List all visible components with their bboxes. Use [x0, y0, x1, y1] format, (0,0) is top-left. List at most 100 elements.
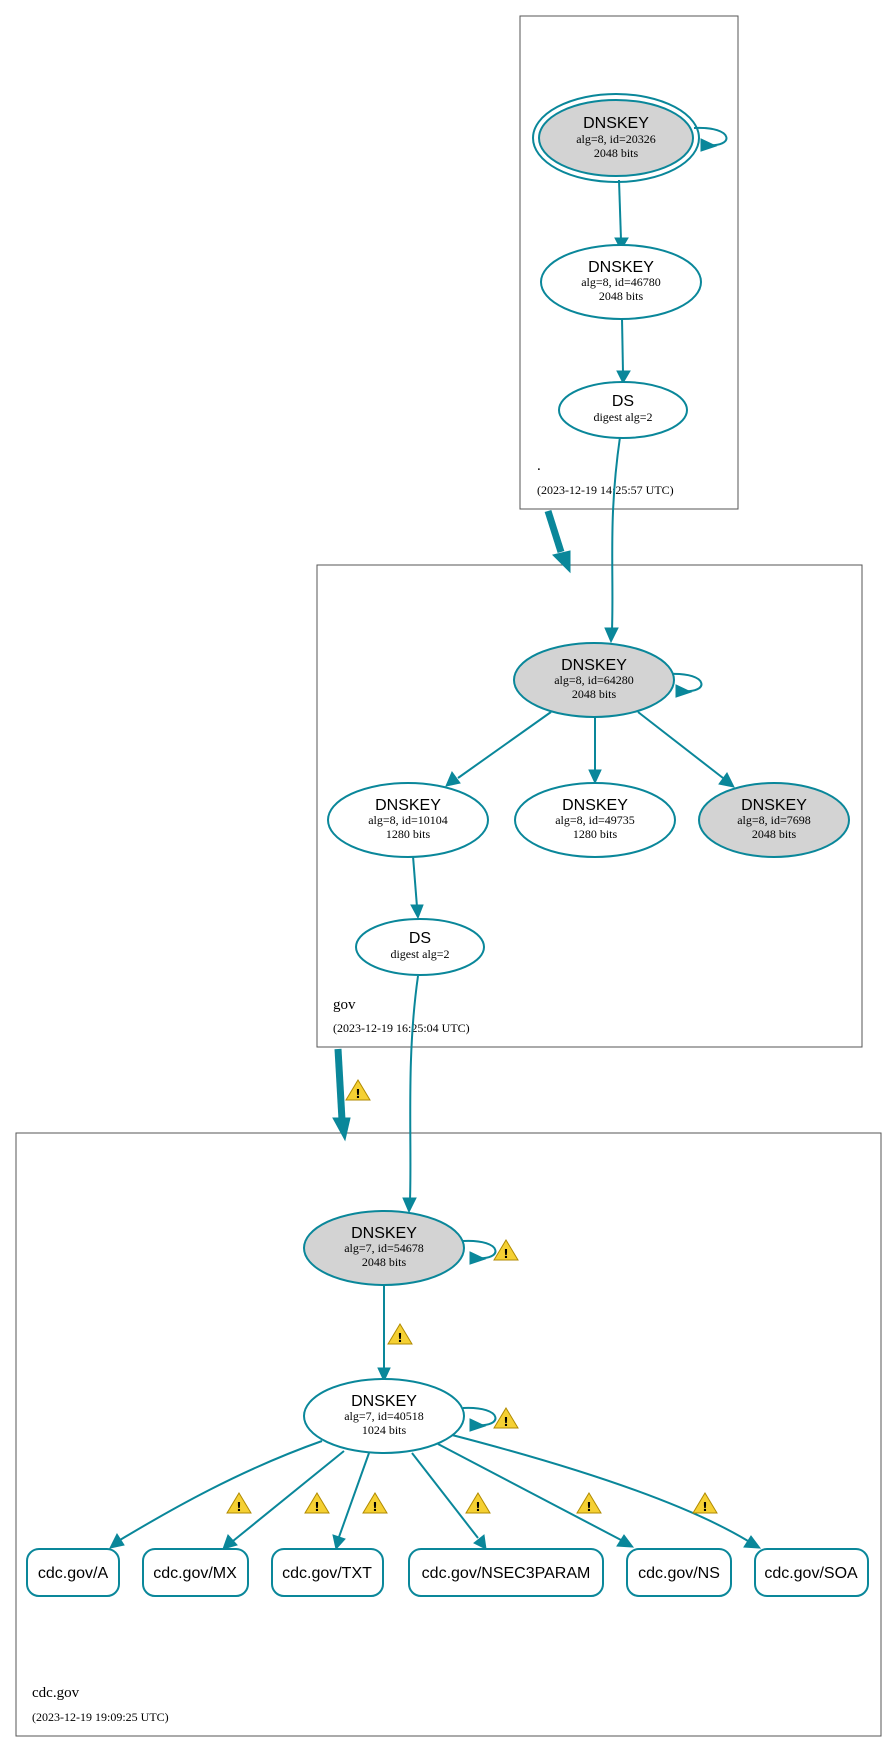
warning-icon[interactable]: ! [493, 1239, 519, 1261]
rrset-ns[interactable]: cdc.gov/NS [626, 1548, 732, 1597]
node-gov-ds-title: DS [409, 930, 431, 947]
node-gov-zsk1-title: DNSKEY [375, 797, 441, 814]
warning-icon[interactable]: ! [304, 1492, 330, 1514]
rrset-soa[interactable]: cdc.gov/SOA [754, 1548, 869, 1597]
warning-icon[interactable]: ! [465, 1492, 491, 1514]
zone-root-name: . [537, 458, 541, 474]
edge-cdc-zsk-txt [338, 1452, 370, 1538]
node-root-ksk-line2: 2048 bits [594, 146, 639, 160]
svg-text:!: ! [355, 1087, 360, 1101]
node-root-ds-title: DS [612, 393, 634, 410]
edges [109, 126, 762, 1551]
node-gov-ksk-title: DNSKEY [561, 657, 627, 674]
node-cdc-ksk-title: DNSKEY [351, 1225, 417, 1242]
svg-text:!: ! [475, 1500, 480, 1514]
svg-text:!: ! [586, 1500, 591, 1514]
delegation-edge-gov-cdc [332, 1048, 351, 1142]
svg-text:!: ! [314, 1500, 319, 1514]
rrset-nsec3param-label: cdc.gov/NSEC3PARAM [422, 1565, 591, 1582]
rrset-nsec3param[interactable]: cdc.gov/NSEC3PARAM [408, 1548, 604, 1597]
node-gov-ds-line1: digest alg=2 [390, 947, 449, 961]
edge-root-zsk-ds [621, 317, 624, 374]
node-gov-zsk2[interactable]: DNSKEY alg=8, id=49735 1280 bits [514, 782, 676, 858]
edge-gov-zsk1-ds [412, 855, 418, 908]
node-cdc-zsk[interactable]: DNSKEY alg=7, id=40518 1024 bits [303, 1378, 465, 1454]
node-cdc-ksk-line1: alg=7, id=54678 [344, 1241, 424, 1255]
delegation-edge-root-gov [544, 509, 571, 574]
node-cdc-ksk-line2: 2048 bits [362, 1255, 407, 1269]
node-gov-ksk2[interactable]: DNSKEY alg=8, id=7698 2048 bits [698, 782, 850, 858]
edge-cdc-ksk-self [462, 1239, 497, 1260]
svg-text:!: ! [236, 1500, 241, 1514]
warning-icon[interactable]: ! [692, 1492, 718, 1514]
node-gov-zsk2-line1: alg=8, id=49735 [555, 813, 635, 827]
edge-root-ds-gov-ksk [611, 436, 621, 631]
node-root-zsk-line2: 2048 bits [599, 289, 644, 303]
rrset-ns-label: cdc.gov/NS [638, 1565, 720, 1582]
node-root-ds[interactable]: DS digest alg=2 [558, 381, 688, 439]
node-gov-ksk-line2: 2048 bits [572, 687, 617, 701]
edge-cdc-zsk-nsec3param [411, 1452, 479, 1539]
zone-cdc-name: cdc.gov [32, 1685, 80, 1701]
zone-gov: gov (2023-12-19 16:25:04 UTC) [316, 564, 863, 1048]
edge-gov-ksk-zsk1 [457, 711, 552, 779]
node-cdc-zsk-line1: alg=7, id=40518 [344, 1409, 424, 1423]
node-gov-zsk2-line2: 1280 bits [573, 827, 618, 841]
node-gov-ds[interactable]: DS digest alg=2 [355, 918, 485, 976]
zone-root-box [519, 15, 739, 510]
node-gov-ksk2-line1: alg=8, id=7698 [737, 813, 811, 827]
node-cdc-ksk[interactable]: DNSKEY alg=7, id=54678 2048 bits [303, 1210, 465, 1286]
rrset-txt-label: cdc.gov/TXT [282, 1565, 372, 1582]
edge-gov-ksk-ksk2 [637, 711, 724, 779]
edge-cdc-zsk-soa [451, 1434, 749, 1542]
node-gov-ksk[interactable]: DNSKEY alg=8, id=64280 2048 bits [513, 642, 675, 718]
zone-cdc-timestamp: (2023-12-19 19:09:25 UTC) [32, 1710, 169, 1724]
warning-icon[interactable]: ! [493, 1407, 519, 1429]
warning-icon[interactable]: ! [362, 1492, 388, 1514]
warning-icon[interactable]: ! [576, 1492, 602, 1514]
svg-text:!: ! [372, 1500, 377, 1514]
node-gov-zsk1[interactable]: DNSKEY alg=8, id=10104 1280 bits [327, 782, 489, 858]
node-root-zsk-line1: alg=8, id=46780 [581, 275, 661, 289]
node-cdc-zsk-title: DNSKEY [351, 1393, 417, 1410]
zone-cdc-box [15, 1132, 882, 1737]
node-gov-zsk1-line1: alg=8, id=10104 [368, 813, 448, 827]
edge-cdc-zsk-mx [232, 1450, 345, 1542]
warning-icon[interactable]: ! [345, 1079, 371, 1101]
node-root-ksk[interactable]: DNSKEY alg=8, id=20326 2048 bits [532, 93, 700, 183]
node-root-ksk-line1: alg=8, id=20326 [576, 132, 656, 146]
edge-root-ksk-zsk [618, 179, 622, 241]
zone-cdc: cdc.gov (2023-12-19 19:09:25 UTC) [15, 1132, 882, 1737]
edge-gov-ds-cdc-ksk [409, 975, 419, 1201]
node-root-ksk-title: DNSKEY [583, 115, 649, 132]
warning-icon[interactable]: ! [387, 1323, 413, 1345]
node-gov-ksk2-title: DNSKEY [741, 797, 807, 814]
rrset-mx[interactable]: cdc.gov/MX [142, 1548, 249, 1597]
zone-root-timestamp: (2023-12-19 14:25:57 UTC) [537, 483, 674, 497]
edge-cdc-zsk-self [462, 1406, 497, 1427]
zone-gov-name: gov [333, 997, 356, 1013]
warning-icon[interactable]: ! [226, 1492, 252, 1514]
svg-text:!: ! [397, 1331, 402, 1345]
zone-root: . (2023-12-19 14:25:57 UTC) [519, 15, 739, 510]
svg-text:!: ! [503, 1415, 508, 1429]
zone-gov-box [316, 564, 863, 1048]
edge-cdc-zsk-a [119, 1440, 323, 1541]
svg-text:!: ! [503, 1247, 508, 1261]
node-root-zsk-title: DNSKEY [588, 259, 654, 276]
rrset-mx-label: cdc.gov/MX [153, 1565, 237, 1582]
rrset-soa-label: cdc.gov/SOA [764, 1565, 858, 1582]
svg-text:!: ! [702, 1500, 707, 1514]
node-gov-zsk2-title: DNSKEY [562, 797, 628, 814]
node-gov-ksk2-line2: 2048 bits [752, 827, 797, 841]
node-root-ds-line1: digest alg=2 [593, 410, 652, 424]
node-root-zsk[interactable]: DNSKEY alg=8, id=46780 2048 bits [540, 244, 702, 320]
rrset-a[interactable]: cdc.gov/A [26, 1548, 120, 1597]
node-gov-ksk-line1: alg=8, id=64280 [554, 673, 634, 687]
rrset-a-label: cdc.gov/A [38, 1565, 109, 1582]
zone-gov-timestamp: (2023-12-19 16:25:04 UTC) [333, 1021, 470, 1035]
rrset-txt[interactable]: cdc.gov/TXT [271, 1548, 384, 1597]
node-cdc-zsk-line2: 1024 bits [362, 1423, 407, 1437]
node-gov-zsk1-line2: 1280 bits [386, 827, 431, 841]
